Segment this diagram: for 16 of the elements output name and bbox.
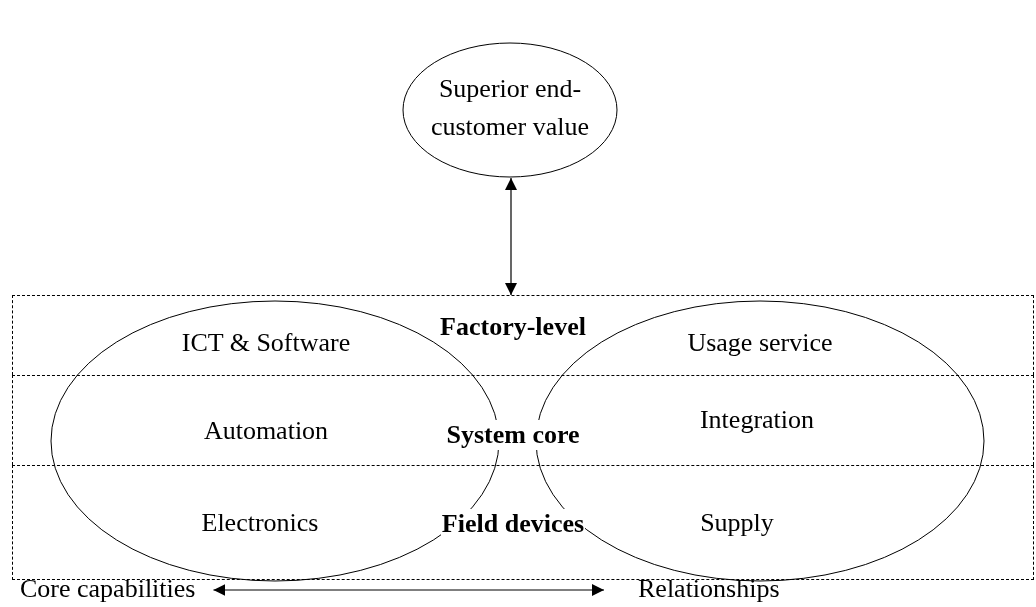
capability-label: Electronics xyxy=(201,508,319,538)
double-arrow xyxy=(212,584,605,596)
caption-text: Relationships xyxy=(638,574,780,604)
capability-label: ICT & Software xyxy=(181,328,351,358)
caption-text: Core capabilities xyxy=(20,574,196,604)
capability-label: Supply xyxy=(700,508,774,538)
level-band xyxy=(12,295,1034,375)
level-band xyxy=(12,375,1034,465)
level-label: System core xyxy=(445,420,581,450)
capability-label: Automation xyxy=(203,416,329,446)
level-band xyxy=(12,465,1034,580)
ellipse-node xyxy=(402,42,618,178)
double-arrow xyxy=(505,177,517,296)
capability-label: Integration xyxy=(699,405,815,435)
capability-label: Usage service xyxy=(687,328,833,358)
capability-label: Superior end-customer value xyxy=(429,73,591,143)
